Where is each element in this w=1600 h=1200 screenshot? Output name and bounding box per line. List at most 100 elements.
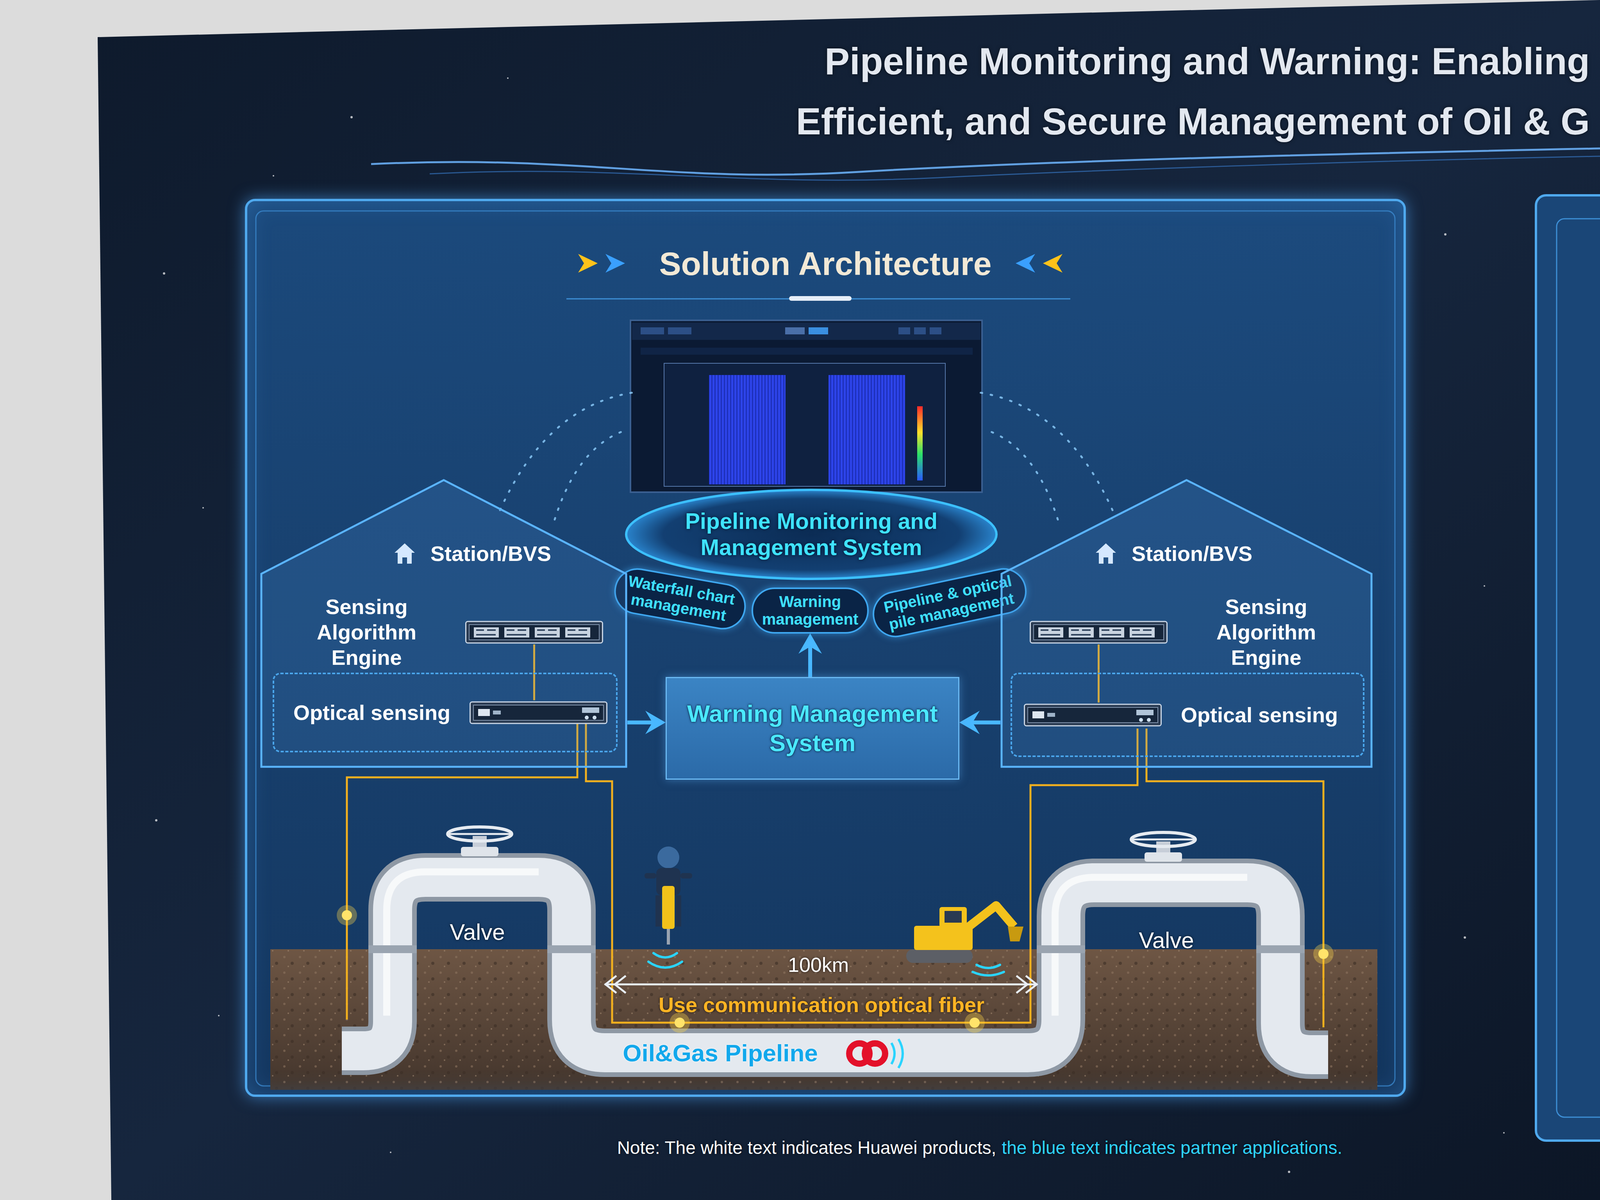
title-swoosh: [371, 148, 1600, 175]
stars: [1503, 1132, 1505, 1134]
digger-worker: [680, 873, 693, 879]
valve-wheels: [1131, 832, 1196, 847]
sensing-points: [1313, 943, 1334, 965]
stars: [202, 507, 204, 509]
connector: [627, 710, 666, 735]
polygon-shape: [261, 480, 627, 767]
house-icon: [1094, 541, 1118, 566]
pipeline: [341, 871, 1329, 1055]
connector-line: [808, 646, 813, 677]
device-icon: [1023, 702, 1162, 728]
circle-shape: [592, 715, 597, 720]
rect-shape: [1101, 629, 1110, 631]
next-panel: [1535, 195, 1600, 1141]
rect-shape: [1099, 627, 1125, 638]
fiber-label: Use communication optical fiber: [658, 992, 985, 1017]
device-row: Sensing Algorithm Engine: [275, 594, 612, 670]
rect-shape: [1071, 633, 1091, 636]
heading-chevrons: [605, 253, 625, 273]
rect-shape: [1132, 629, 1140, 631]
distance-arrow: [604, 975, 1038, 993]
next-panel: [1556, 218, 1600, 1118]
node-text: Station/BVS: [1131, 541, 1253, 566]
heading-chevrons: [789, 296, 852, 301]
heading-chevrons: [1015, 253, 1036, 273]
monitor-screen: [808, 327, 829, 335]
station-heading: Station/BVS: [1094, 541, 1253, 566]
leak-symbol: [849, 1039, 903, 1068]
signal-arcs: [554, 429, 628, 520]
rect-shape: [1032, 711, 1045, 719]
rect-shape: [1027, 707, 1158, 723]
rect-shape: [473, 705, 604, 721]
digger-worker: [657, 846, 680, 869]
rect-shape: [492, 710, 501, 715]
vibration-waves: [976, 964, 1000, 968]
pipeline: [341, 877, 1329, 1055]
heading-chevrons: [1042, 253, 1063, 273]
title-swoosh: [371, 148, 1600, 181]
rect-shape: [1033, 624, 1164, 640]
digger-worker: [655, 895, 661, 927]
sensing-points: [969, 1017, 980, 1028]
excavator: [939, 907, 967, 928]
rect-shape: [1040, 633, 1061, 636]
signal-arcs: [500, 392, 633, 511]
distance-arrow: [1016, 975, 1028, 993]
rect-shape: [578, 629, 588, 631]
stars: [350, 116, 353, 119]
screen: [97, 0, 1600, 1200]
part-label: Valve: [450, 918, 506, 945]
node-text: Warning Management System: [674, 699, 951, 758]
note-text: Note: The white text indicates Huawei pr…: [617, 1137, 997, 1159]
rect-shape: [476, 633, 496, 636]
ellipse-outline: [623, 487, 999, 582]
leak-symbol: [891, 1042, 895, 1065]
node-text: Sensing Algorithm Engine: [1183, 594, 1350, 670]
part-label: Valve: [1139, 926, 1195, 954]
heading-chevrons: [578, 253, 598, 273]
leak-symbol: [864, 1043, 886, 1064]
rect-shape: [1132, 633, 1152, 636]
excavator: [906, 905, 1024, 963]
connector: [798, 633, 822, 677]
rect-shape: [504, 627, 530, 638]
rect-shape: [487, 629, 496, 631]
node-text: Optical sensing: [285, 700, 458, 726]
monitor-screen: [785, 327, 805, 335]
stars: [155, 819, 158, 822]
rect-shape: [1142, 629, 1152, 631]
circle-shape: [1146, 717, 1151, 722]
monitor-screen: [929, 327, 942, 335]
rect-shape: [517, 629, 527, 631]
rect-shape: [466, 621, 603, 643]
monitor-screen: [667, 327, 692, 335]
page-title: Pipeline Monitoring and Warning: Enablin…: [656, 31, 1590, 152]
excavator: [906, 949, 973, 963]
rect-shape: [1068, 627, 1094, 638]
rect-shape: [473, 627, 499, 638]
digger-worker: [662, 885, 675, 929]
rect-shape: [1082, 629, 1091, 631]
rect-shape: [1038, 627, 1064, 638]
node-text: Optical sensing: [1173, 702, 1346, 728]
signal-arcs: [979, 392, 1113, 511]
optical-fiber: [1146, 728, 1324, 1028]
stars: [1444, 233, 1447, 236]
signal-arcs: [985, 429, 1058, 520]
valve-wheels: [1132, 838, 1194, 841]
sensing-points: [336, 905, 358, 926]
arrowhead: [959, 710, 980, 735]
node-text: Warning management: [761, 592, 859, 629]
rect-shape: [470, 701, 608, 724]
monitor-screen: [917, 406, 923, 481]
stars: [1287, 1170, 1291, 1174]
connector-line: [627, 720, 653, 725]
device-row: Sensing Algorithm Engine: [1021, 594, 1362, 670]
rect-shape: [534, 627, 560, 638]
stars: [155, 77, 1505, 1174]
pipeline: [1036, 945, 1086, 954]
valve-wheels: [447, 826, 512, 842]
rect-shape: [1051, 629, 1061, 631]
